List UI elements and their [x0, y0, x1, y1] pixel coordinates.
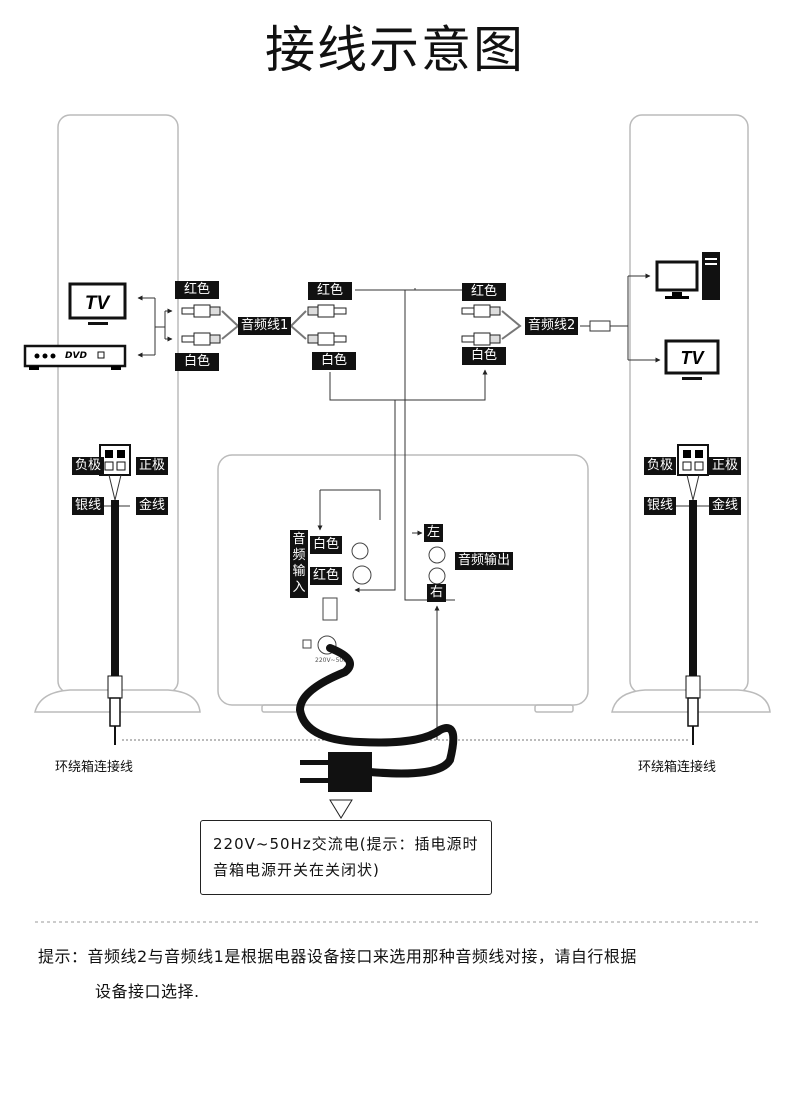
right-silver-label: 银线 [644, 497, 677, 515]
dvd-player-icon: DVD [23, 344, 127, 370]
footer-note-line2: 设备接口选择. [95, 982, 200, 1001]
speaker-cable [107, 500, 701, 745]
sub-right-label: 右 [427, 584, 447, 602]
tv-icon: TV [68, 282, 127, 325]
right-surround-cable-label: 环绕箱连接线 [638, 760, 717, 775]
subwoofer [217, 454, 589, 713]
right-positive-label: 正极 [709, 457, 742, 475]
footer-note-line1: 提示：音频线2与音频线1是根据电器设备接口来选用那种音频线对接，请自行根据 [38, 947, 637, 966]
sub-white-label: 白色 [310, 536, 343, 554]
right-white-label: 白色 [462, 347, 506, 365]
left-white-label: 白色 [175, 353, 219, 371]
left-red-label: 红色 [175, 281, 219, 299]
right-negative-label: 负极 [644, 457, 677, 475]
svg-text:TV: TV [680, 348, 705, 368]
svg-text:DVD: DVD [65, 351, 87, 361]
left-positive-label: 正极 [136, 457, 169, 475]
speaker-terminal-icon [99, 444, 709, 476]
audio-cable-2-label: 音频线2 [525, 317, 579, 335]
power-note: 220V~50Hz交流电(提示：插电源时音箱电源开关在关闭状) [200, 820, 492, 895]
svg-text:TV: TV [85, 293, 111, 314]
middle-red-label: 红色 [308, 282, 352, 300]
audio-cable-1-label: 音频线1 [238, 317, 292, 335]
middle-white-label: 白色 [312, 352, 356, 370]
right-red-label: 红色 [462, 283, 506, 301]
left-negative-label: 负极 [72, 457, 105, 475]
right-gold-label: 金线 [709, 497, 742, 515]
page-title: 接线示意图 [265, 21, 525, 79]
rca-plug-icon [181, 304, 501, 346]
audio-input-label: 音频输入 [290, 530, 308, 598]
power-rating: 220V~50Hz [315, 657, 351, 664]
subwoofer-panel [302, 542, 446, 655]
sub-red-label: 红色 [310, 567, 343, 585]
left-silver-label: 银线 [72, 497, 105, 515]
power-cord [295, 644, 458, 778]
sub-left-label: 左 [424, 524, 444, 542]
tv-icon: TV [664, 339, 720, 380]
power-plug-icon [300, 752, 372, 819]
left-gold-label: 金线 [136, 497, 169, 515]
audio-output-label: 音频输出 [455, 552, 514, 570]
computer-icon [655, 252, 720, 300]
left-surround-cable-label: 环绕箱连接线 [55, 760, 134, 775]
